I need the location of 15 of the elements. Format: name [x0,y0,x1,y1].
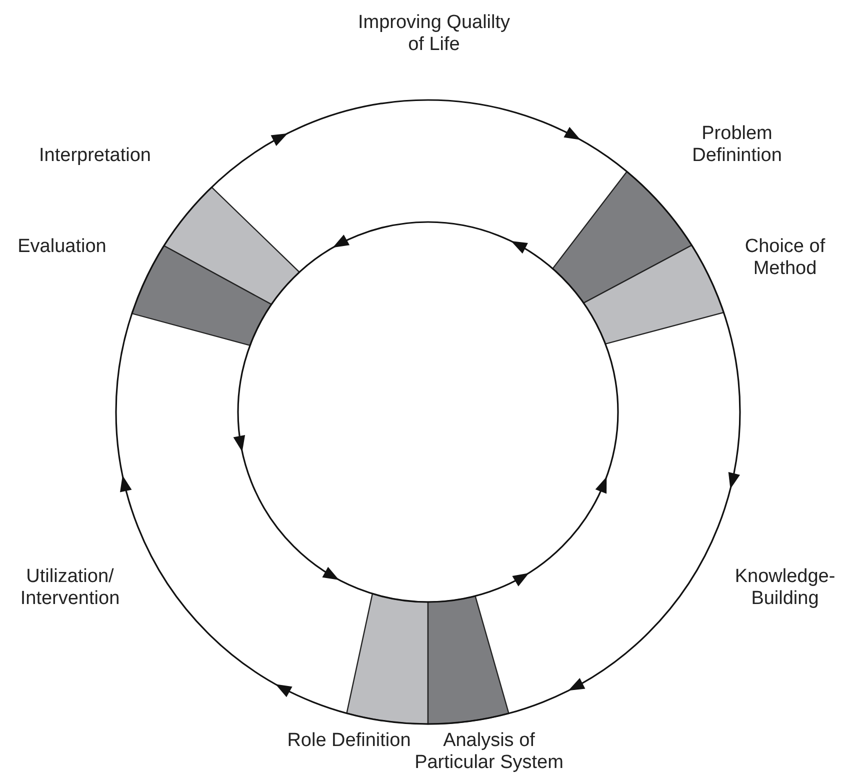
stage-label: Utilization/Intervention [19,566,121,610]
ring-segment [163,186,300,305]
segment-label: Choice of Method [744,236,826,280]
segment-label: Analysis of Particular System [414,730,564,774]
segment-label: Role Definition [286,730,412,752]
segment-label: Evaluation [16,236,108,258]
ring-segment [427,595,510,725]
segment-label: Problem Definintion [691,123,783,167]
ring-segment [131,245,272,346]
segment-label: Interpretation [38,145,152,167]
ring-segment [583,244,724,345]
stage-label: Improving Qualilty of Life [356,12,512,56]
ring-segment [346,593,429,725]
stage-label: Knowledge-Building [734,566,836,610]
ring-segment [552,171,692,304]
